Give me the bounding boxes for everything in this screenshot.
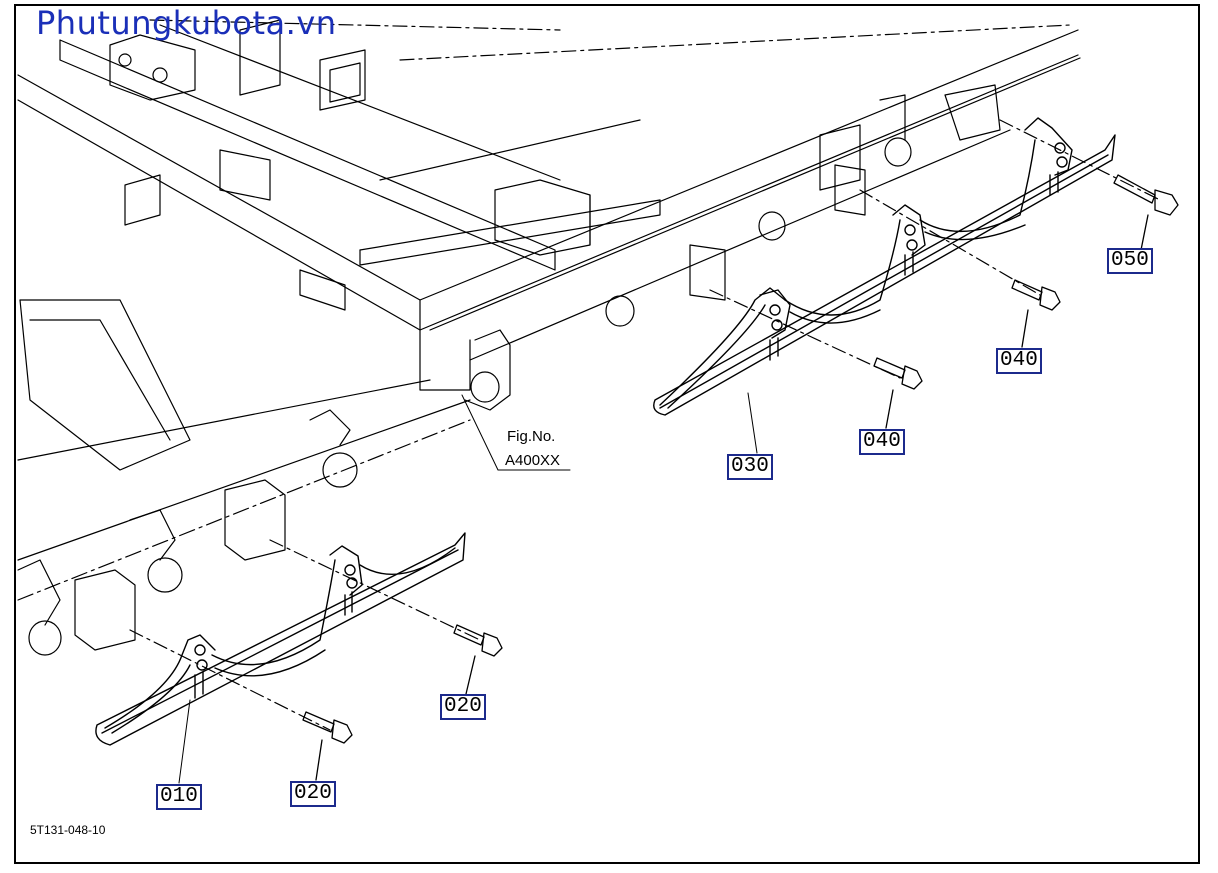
bolt-050-drawing [1113, 174, 1179, 256]
skid-030-drawing [653, 117, 1116, 416]
callout-040-lower[interactable]: 040 [859, 429, 905, 455]
figure-reference-line1: Fig.No. [507, 428, 556, 445]
frame-assembly [17, 19, 1161, 731]
callout-020-upper[interactable]: 020 [440, 694, 486, 720]
drawing-code: 5T131-048-10 [30, 823, 106, 837]
bolt-040-lower-drawing [873, 357, 923, 429]
callout-020-lower[interactable]: 020 [290, 781, 336, 807]
callout-040-upper[interactable]: 040 [996, 348, 1042, 374]
skid-010-drawing [95, 532, 466, 746]
bolt-020-upper-drawing [453, 624, 503, 695]
watermark-text: Phutungkubota.vn [36, 4, 337, 42]
callout-010[interactable]: 010 [156, 784, 202, 810]
leader-lines [178, 392, 758, 784]
callout-050[interactable]: 050 [1107, 248, 1153, 274]
bolt-020-lower-drawing [302, 711, 353, 781]
callout-030[interactable]: 030 [727, 454, 773, 480]
figure-reference-line2: A400XX [505, 452, 561, 469]
bolt-040-upper-drawing [1011, 279, 1061, 348]
